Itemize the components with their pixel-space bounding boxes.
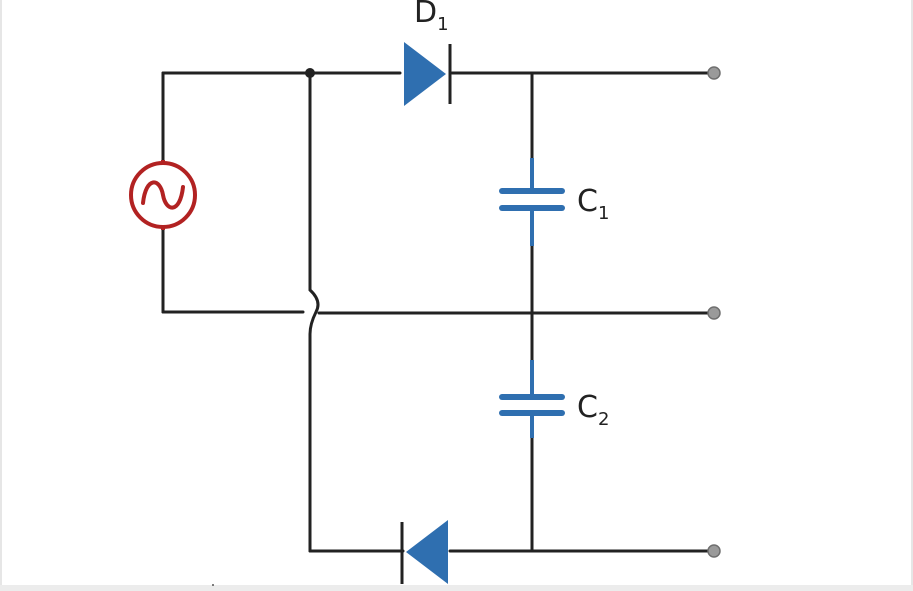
frame-right-edge	[911, 0, 913, 591]
terminals	[707, 66, 721, 558]
frame-bottom-edge	[0, 585, 913, 591]
terminal-bottom-icon	[707, 544, 721, 558]
ac-source-icon	[129, 160, 197, 230]
capacitor-c1-icon	[499, 158, 565, 246]
terminal-middle-icon	[707, 306, 721, 320]
junction-wire	[308, 71, 320, 553]
wires	[161, 71, 715, 553]
capacitor-c2-icon	[499, 360, 565, 438]
diode-d1-icon	[404, 42, 452, 106]
frame-left-edge	[0, 0, 2, 591]
label-d1: D1	[414, 0, 449, 35]
junction-dot	[305, 68, 315, 78]
stray-mark	[212, 584, 214, 586]
label-c1: C1	[577, 184, 609, 224]
diode-d2-icon	[400, 520, 448, 584]
terminal-top-icon	[707, 66, 721, 80]
label-c2: C2	[577, 390, 609, 430]
